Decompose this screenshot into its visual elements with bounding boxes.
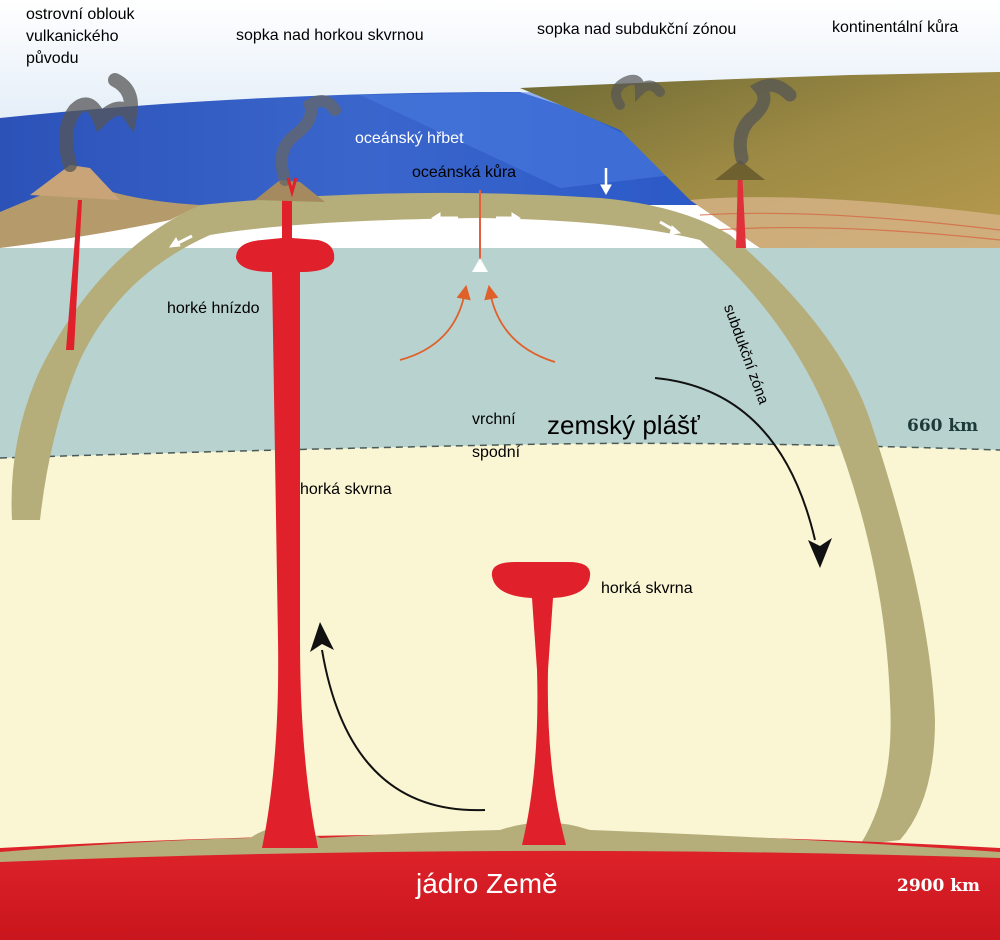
island-arc-crust (0, 180, 200, 248)
label-hotspot-volcano: sopka nad horkou skvrnou (236, 27, 424, 44)
label-hot-nest: horké hnízdo (167, 300, 260, 317)
label-hotspot-2: horká skvrna (601, 580, 693, 597)
label-island-arc: ostrovní oblouk vulkanického původu (26, 4, 135, 70)
continent-layers (690, 197, 1000, 248)
plate-motion-arrows (168, 168, 682, 248)
label-core: jádro Země (416, 868, 558, 899)
label-lower-mantle: spodní (472, 444, 521, 461)
boundary-660-line (0, 442, 1000, 459)
earth-core (0, 834, 1000, 940)
label-upper-mantle: vrchní (472, 411, 516, 428)
mantle-flow-arrows (310, 377, 832, 812)
label-continental-crust: kontinentální kůra (832, 19, 959, 36)
label-subduction-volcano: sopka nad subdukční zónou (537, 21, 737, 38)
ridge-magma (479, 190, 481, 260)
depth-2900: 2900 km (897, 876, 980, 896)
ridge-upwelling-marker (472, 258, 488, 272)
core-boundary-layer (0, 822, 1000, 862)
ocean-trench-strip (360, 92, 700, 188)
depth-660: 660 km (907, 416, 979, 436)
label-island-arc-line2: vulkanického (26, 28, 119, 45)
label-oceanic-crust: oceánská kůra (412, 164, 517, 181)
island-arc-volcano (30, 73, 138, 200)
label-island-arc-line3: původu (26, 50, 79, 67)
label-ocean-ridge: oceánský hřbet (355, 130, 464, 147)
label-island-arc-line1: ostrovní oblouk (26, 6, 135, 23)
upper-mantle (0, 248, 1000, 458)
label-hotspot-1: horká skvrna (300, 481, 392, 498)
label-mantle: zemský plášť (547, 410, 700, 440)
hot-plume-center (491, 562, 591, 845)
subduction-volcano (715, 78, 797, 180)
hotspot-volcano (255, 95, 341, 202)
lower-mantle (0, 440, 1000, 860)
continent-volcano (611, 74, 665, 110)
island-arc-magma (66, 200, 82, 350)
subduction-volcano-magma (736, 170, 746, 248)
hot-plume-left (236, 200, 335, 848)
convection-arrows-red (399, 284, 556, 363)
